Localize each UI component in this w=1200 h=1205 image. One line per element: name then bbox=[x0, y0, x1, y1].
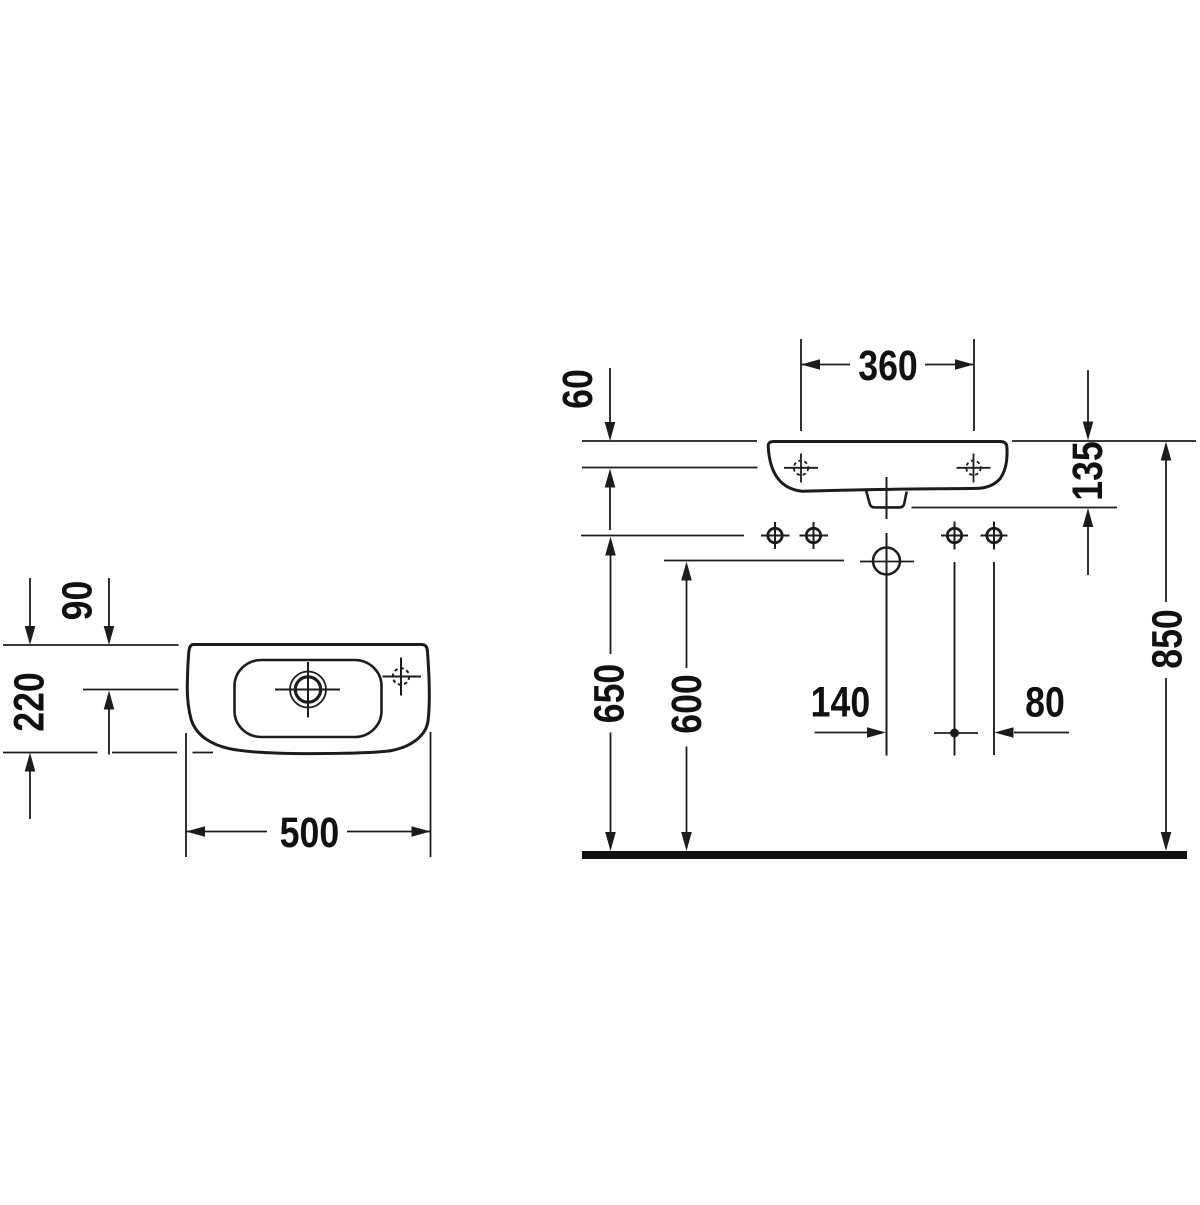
svg-text:360: 360 bbox=[858, 342, 918, 390]
svg-text:80: 80 bbox=[1025, 679, 1065, 727]
svg-text:90: 90 bbox=[53, 581, 101, 621]
svg-text:135: 135 bbox=[1064, 441, 1112, 501]
svg-text:60: 60 bbox=[554, 369, 602, 409]
svg-text:140: 140 bbox=[811, 679, 871, 727]
svg-text:600: 600 bbox=[663, 674, 711, 734]
svg-text:220: 220 bbox=[5, 672, 53, 732]
svg-text:650: 650 bbox=[585, 664, 633, 724]
svg-text:500: 500 bbox=[280, 809, 340, 857]
svg-text:850: 850 bbox=[1143, 609, 1191, 669]
